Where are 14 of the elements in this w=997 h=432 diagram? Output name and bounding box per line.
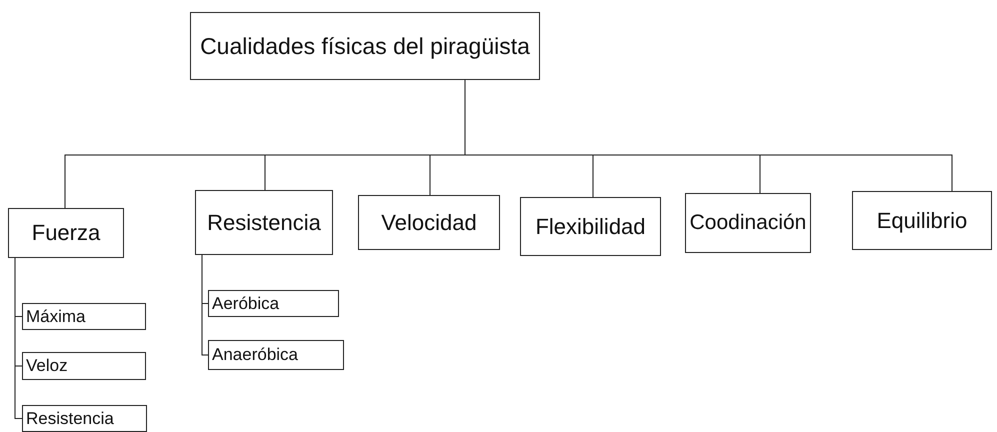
subcategory-box: Veloz [22, 352, 146, 380]
category-box: Coodinación [685, 193, 811, 253]
title-box: Cualidades físicas del piragüista [190, 12, 540, 80]
category-box: Velocidad [358, 195, 500, 250]
subcategory-box: Máxima [22, 303, 146, 330]
subcategory-box: Resistencia [22, 405, 147, 432]
connector-line [14, 258, 22, 419]
category-box: Flexibilidad [520, 197, 661, 256]
category-box: Resistencia [195, 190, 333, 255]
subcategory-box: Aeróbica [208, 290, 339, 317]
subcategory-box: Anaeróbica [208, 340, 344, 370]
category-box: Equilibrio [852, 191, 992, 250]
category-box: Fuerza [8, 208, 124, 258]
connector-line [202, 254, 208, 356]
